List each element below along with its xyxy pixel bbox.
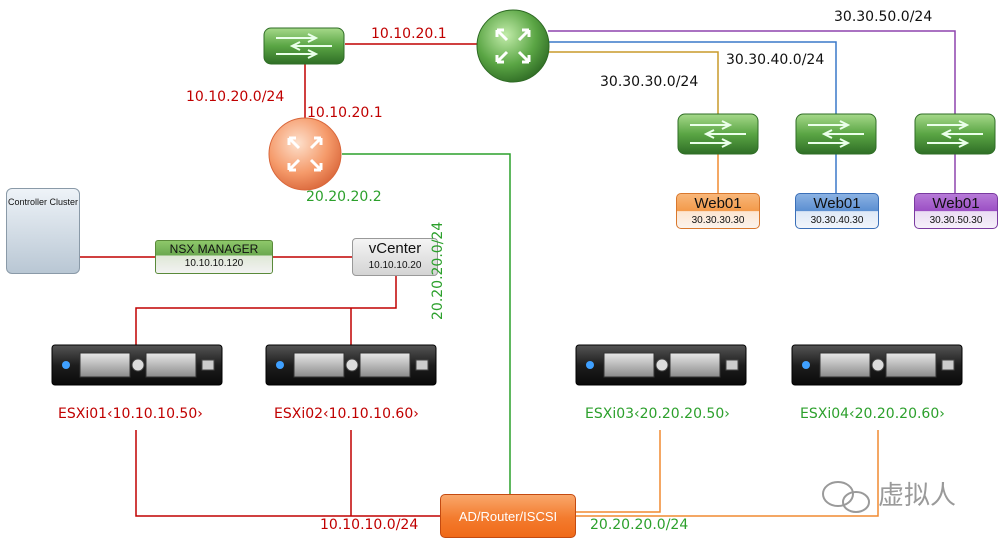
web-switch-2 (795, 113, 877, 155)
label-30-30-50-0: 30.30.50.0/24 (834, 9, 933, 25)
server-esxi04 (791, 344, 963, 386)
link-esxi01-ad (135, 430, 440, 517)
host-label-esxi03: ESXi03‹20.20.20.50› (585, 406, 730, 422)
nsx-manager-name: NSX MANAGER (169, 242, 259, 256)
watermark-text: 虚拟人 (878, 480, 957, 510)
edge-router-arrows-icon (287, 136, 323, 172)
host-label-esxi04: ESXi04‹20.20.20.60› (800, 406, 945, 422)
server-esxi02 (265, 344, 437, 386)
web-switch-1 (677, 113, 759, 155)
web-switch-3 (914, 113, 996, 155)
label-10-10-10-0: 10.10.10.0/24 (320, 517, 419, 533)
link-router-web1 (548, 51, 719, 114)
server-esxi01 (51, 344, 223, 386)
core-router (476, 9, 550, 83)
vcenter: vCenter 10.10.10.20 (352, 238, 438, 276)
controller-label: Controller Cluster (7, 197, 79, 207)
edge-router (268, 117, 342, 191)
host-label-esxi01: ESXi01‹10.10.10.50› (58, 406, 203, 422)
label-10-10-20-1-side: 10.10.20.1 (307, 105, 383, 121)
link-router-web2 (548, 41, 837, 114)
web-server-name: Web01 (813, 195, 861, 212)
router-arrows-icon (495, 28, 531, 64)
ad-router-iscsi: AD/Router/ISCSI (440, 494, 576, 538)
nsx-manager: NSX MANAGER 10.10.10.120 (155, 240, 273, 274)
link-vcenter-esxi (135, 276, 397, 345)
links (80, 30, 956, 517)
web-server-2: Web01 30.30.40.30 (795, 193, 879, 229)
label-10-10-20-1-top: 10.10.20.1 (371, 26, 447, 42)
controller-cluster: Controller Cluster (6, 188, 80, 274)
switch-arrows-icon (276, 33, 332, 59)
web-server-1: Web01 30.30.30.30 (676, 193, 760, 229)
nsx-manager-ip: 10.10.10.120 (184, 258, 244, 269)
web-server-ip: 30.30.30.30 (691, 215, 745, 226)
web-server-name: Web01 (932, 195, 980, 212)
label-20-20-20-0-vertical: 20.20.20.0/24 (430, 221, 446, 320)
link-edge-router-ad (342, 153, 511, 494)
wechat-icon (822, 481, 870, 513)
server-esxi03 (575, 344, 747, 386)
label-20-20-20-0-bottom: 20.20.20.0/24 (590, 517, 689, 533)
web-server-3: Web01 30.30.50.30 (914, 193, 998, 229)
host-label-esxi02: ESXi02‹10.10.10.60› (274, 406, 419, 422)
label-10-10-20-0: 10.10.20.0/24 (186, 89, 285, 105)
web-server-name: Web01 (694, 195, 742, 212)
web-server-ip: 30.30.50.30 (929, 215, 983, 226)
web-server-ip: 30.30.40.30 (810, 215, 864, 226)
link-ad-esxi04 (576, 430, 879, 517)
core-switch (263, 27, 345, 65)
ad-router-label: AD/Router/ISCSI (458, 509, 558, 524)
label-20-20-20-2: 20.20.20.2 (306, 189, 382, 205)
label-30-30-30-0: 30.30.30.0/24 (600, 74, 699, 90)
vcenter-name: vCenter (368, 240, 422, 257)
link-router-web3 (548, 30, 956, 114)
vcenter-ip: 10.10.10.20 (368, 260, 422, 271)
link-ad-esxi03 (576, 430, 661, 513)
label-30-30-40-0: 30.30.40.0/24 (726, 52, 825, 68)
